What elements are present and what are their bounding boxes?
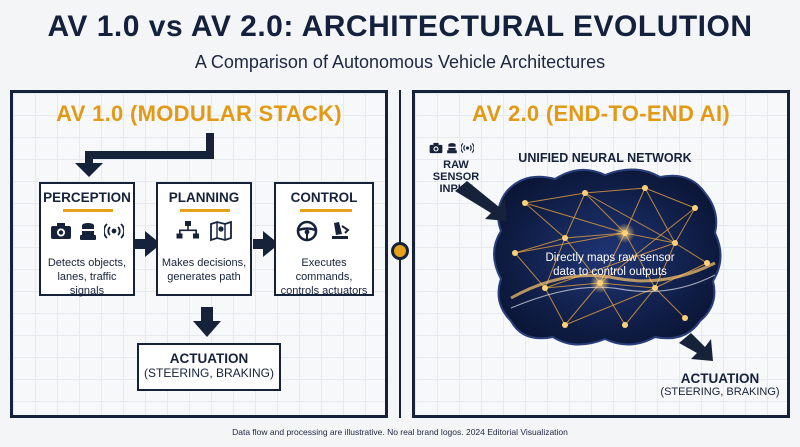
flowchart-icon: [176, 220, 200, 242]
planning-desc-line2: generates path: [167, 271, 241, 283]
control-module: CONTROL Executes commands, controls actu…: [274, 182, 374, 298]
av1-actuation-subtitle: (STEERING, BRAKING): [143, 366, 274, 380]
control-desc-line2: controls actuators: [280, 285, 368, 297]
lidar-icon: [446, 142, 458, 155]
flow-arrows: [75, 133, 279, 337]
planning-underline: [180, 209, 230, 212]
output-arrow: [679, 333, 713, 361]
av2-actuation-title: ACTUATION: [680, 371, 760, 386]
network-desc-line2: data to control outputs: [553, 266, 667, 278]
planning-desc-line1: Makes decisions,: [161, 257, 247, 269]
neural-network-graphic: [455, 168, 722, 361]
map-icon: [210, 220, 232, 242]
perception-title: PERCEPTION: [43, 190, 131, 205]
planning-icons: [158, 220, 250, 242]
av2-sensor-icons: [429, 142, 474, 155]
av1-panel-title: AV 1.0 (MODULAR STACK): [56, 101, 342, 126]
input-arrow: [455, 181, 507, 221]
steering-wheel-icon: [296, 220, 318, 242]
footer-note: Data flow and processing are illustrativ…: [232, 427, 568, 437]
network-desc-line1: Directly maps raw sensor: [545, 252, 675, 264]
perception-desc-line1: Detects objects,: [47, 257, 127, 269]
divider-dot: [391, 242, 409, 260]
control-underline: [300, 209, 352, 212]
perception-desc: Detects objects, lanes, traffic signals: [41, 256, 133, 298]
planning-desc: Makes decisions, generates path: [158, 256, 250, 284]
page-subtitle: A Comparison of Autonomous Vehicle Archi…: [194, 52, 606, 72]
planning-module: PLANNING Makes decisions, generates path: [156, 182, 252, 296]
perception-module: PERCEPTION Detects objects, lanes, traff…: [39, 182, 135, 298]
control-icons: [276, 220, 372, 242]
control-title: CONTROL: [290, 190, 358, 205]
lidar-icon: [78, 222, 98, 242]
av2-actuation: ACTUATION (STEERING, BRAKING): [655, 371, 785, 398]
control-desc-line1: Executes commands,: [295, 257, 353, 283]
network-title: UNIFIED NEURAL NETWORK: [518, 151, 692, 165]
av1-actuation: ACTUATION (STEERING, BRAKING): [137, 343, 281, 391]
av2-actuation-subtitle: (STEERING, BRAKING): [660, 386, 780, 398]
control-desc: Executes commands, controls actuators: [276, 256, 372, 298]
av2-panel: AV 2.0 (END-TO-END AI) RAW SENSOR INPUT …: [412, 90, 790, 418]
perception-icons: [41, 222, 133, 242]
av1-panel: AV 1.0 (MODULAR STACK) PERCEPTION: [10, 90, 388, 418]
radar-icon: [461, 142, 474, 155]
perception-desc-line2: lanes, traffic signals: [57, 271, 117, 297]
data-stream: [510, 261, 716, 300]
camera-icon: [50, 222, 72, 242]
camera-icon: [429, 142, 443, 155]
network-blob: [493, 168, 722, 346]
pedal-icon: [330, 220, 352, 242]
perception-underline: [63, 209, 113, 212]
raw-sensor-label-line1: RAW SENSOR: [432, 159, 480, 183]
network-description: Directly maps raw sensor data to control…: [525, 251, 695, 279]
av2-panel-title: AV 2.0 (END-TO-END AI): [472, 101, 730, 126]
planning-title: PLANNING: [168, 190, 240, 205]
av1-actuation-title: ACTUATION: [169, 351, 249, 366]
page-title: AV 1.0 vs AV 2.0: ARCHITECTURAL EVOLUTIO…: [47, 10, 753, 43]
radar-icon: [104, 222, 124, 242]
